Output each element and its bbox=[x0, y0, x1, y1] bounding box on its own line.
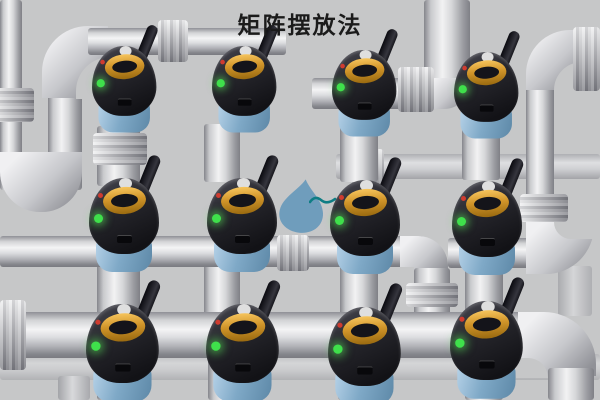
status-led bbox=[211, 341, 221, 351]
sensor-button bbox=[119, 46, 132, 57]
flange-left-outer bbox=[0, 88, 34, 122]
leak-sensor bbox=[92, 23, 160, 138]
sensor-ring-hole bbox=[472, 316, 502, 333]
sensor-port bbox=[235, 363, 251, 372]
sensor-port bbox=[480, 238, 495, 246]
sensor-ring-hole bbox=[351, 194, 380, 211]
sensor-ring-hole bbox=[110, 192, 139, 209]
flange-vertical-right bbox=[520, 194, 568, 222]
page-title: 矩阵摆放法 bbox=[237, 12, 363, 38]
leak-sensor bbox=[207, 153, 281, 278]
sensor-button bbox=[239, 46, 252, 57]
sensor-port bbox=[357, 366, 373, 375]
flange-col1 bbox=[93, 133, 147, 165]
sensor-port bbox=[479, 104, 494, 112]
sensor-ring-hole bbox=[228, 319, 258, 336]
pipe-vertical-bottom-right bbox=[548, 368, 594, 400]
sensor-port bbox=[358, 237, 373, 245]
leak-sensor bbox=[330, 155, 404, 280]
leak-sensor bbox=[89, 153, 163, 278]
pipe-elbow-row3-inner bbox=[516, 358, 548, 378]
status-led bbox=[96, 79, 105, 88]
sensor-button bbox=[119, 178, 132, 189]
sensor-button bbox=[117, 304, 131, 316]
pipe-elbow-row2-inner bbox=[400, 267, 414, 275]
sensor-ring-hole bbox=[350, 322, 380, 339]
alert-led bbox=[95, 319, 101, 325]
alert-led bbox=[459, 316, 465, 322]
leak-sensor bbox=[206, 278, 282, 400]
sensor-port bbox=[479, 360, 495, 369]
flange-top-right-run bbox=[398, 67, 434, 112]
sensor-button bbox=[481, 52, 494, 63]
flange-row3-left bbox=[0, 300, 26, 370]
leak-sensor bbox=[332, 27, 400, 142]
sensor-button bbox=[360, 180, 373, 191]
status-led bbox=[335, 216, 344, 225]
sensor-button bbox=[237, 178, 250, 189]
alert-led bbox=[337, 322, 343, 328]
pipe-ubend-left bbox=[0, 152, 82, 212]
alert-led bbox=[461, 196, 466, 201]
sensor-ring-hole bbox=[231, 59, 258, 74]
leak-sensor bbox=[328, 281, 404, 400]
leak-sensor bbox=[212, 23, 280, 138]
alert-led bbox=[340, 63, 345, 69]
sensor-ring-hole bbox=[108, 319, 138, 336]
sensor-port bbox=[117, 98, 132, 106]
sensor-button bbox=[237, 304, 251, 316]
leak-sensor bbox=[450, 275, 526, 400]
flange-top-left-run bbox=[158, 20, 188, 62]
sensor-port bbox=[115, 363, 131, 372]
alert-led bbox=[339, 195, 344, 200]
status-led bbox=[94, 214, 103, 223]
pipe-connector-right bbox=[558, 266, 592, 316]
status-led bbox=[216, 79, 225, 88]
sensor-button bbox=[359, 50, 372, 61]
status-led bbox=[336, 83, 345, 92]
alert-led bbox=[220, 59, 225, 65]
sensor-ring-hole bbox=[228, 192, 257, 209]
sensor-port bbox=[117, 235, 132, 243]
status-led bbox=[91, 341, 101, 351]
flange-top-right-edge bbox=[573, 27, 600, 91]
sensor-ring-hole bbox=[473, 65, 500, 80]
pipe-vertical-col2-a bbox=[204, 124, 240, 182]
alert-led bbox=[100, 59, 105, 65]
water-drop-icon bbox=[279, 179, 324, 233]
leak-sensor bbox=[454, 29, 522, 144]
leak-sensor bbox=[86, 278, 162, 400]
sensor-button bbox=[359, 307, 373, 319]
sensor-port bbox=[357, 102, 372, 110]
pipe-stub-bottom-left bbox=[58, 376, 90, 400]
alert-led bbox=[98, 193, 103, 198]
leak-sensor bbox=[452, 156, 526, 281]
sensor-button bbox=[482, 181, 495, 192]
flange-row2-run bbox=[277, 235, 309, 271]
flange-row2-drop bbox=[406, 283, 458, 307]
status-led bbox=[458, 85, 467, 94]
sensor-button bbox=[481, 301, 495, 313]
status-led bbox=[212, 214, 221, 223]
status-led bbox=[455, 338, 465, 348]
sensor-ring-hole bbox=[351, 63, 378, 78]
pipe-elbow-right-mid-inner bbox=[554, 222, 594, 239]
status-led bbox=[457, 217, 466, 226]
alert-led bbox=[462, 65, 467, 71]
alert-led bbox=[215, 319, 221, 325]
status-led bbox=[333, 344, 343, 354]
sensor-ring-hole bbox=[111, 59, 138, 74]
sensor-port bbox=[235, 235, 250, 243]
sensor-ring-hole bbox=[473, 195, 502, 212]
sensor-port bbox=[237, 98, 252, 106]
leak-wave-icon bbox=[309, 196, 337, 204]
alert-led bbox=[216, 193, 221, 198]
